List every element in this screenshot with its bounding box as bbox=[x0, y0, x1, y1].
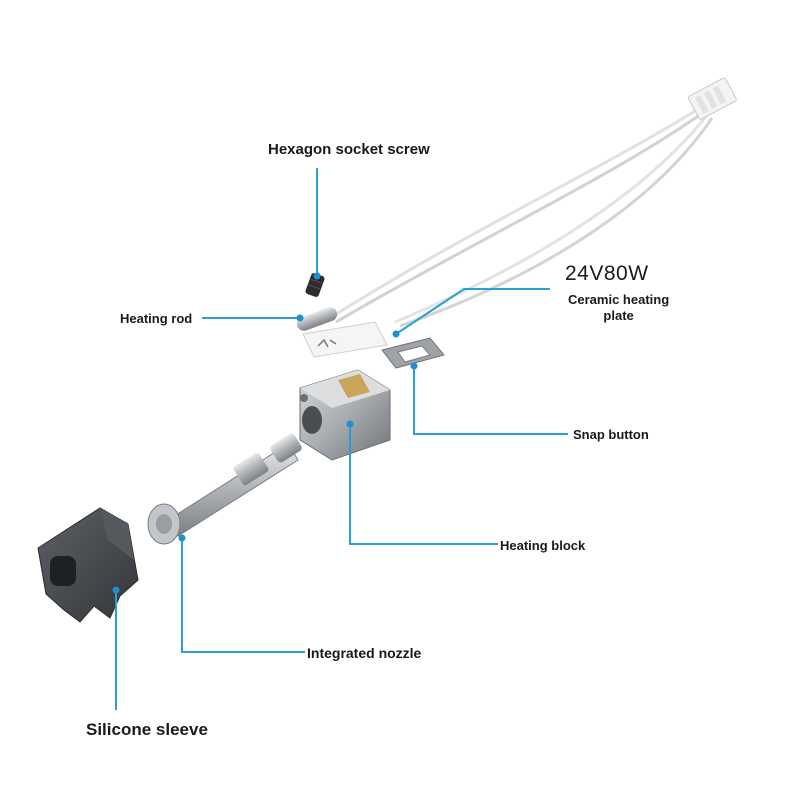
hexagon-socket-screw bbox=[305, 273, 325, 297]
leader-dot-sleeve bbox=[112, 586, 120, 594]
leader-lines bbox=[115, 168, 568, 710]
wire bbox=[329, 106, 701, 320]
leader-dot-plate bbox=[392, 330, 400, 338]
leader-line-plate bbox=[395, 288, 550, 335]
integrated-nozzle bbox=[147, 433, 302, 545]
heating-rod bbox=[296, 307, 338, 331]
leader-dot-block bbox=[346, 420, 354, 428]
heating-block bbox=[299, 369, 391, 461]
leader-line-nozzle bbox=[181, 538, 305, 653]
label-ceramic-heating-plate-line1: Ceramic heating bbox=[568, 292, 670, 307]
leader-dot-screw bbox=[313, 272, 321, 280]
plate-marking bbox=[317, 338, 337, 348]
leader-dot-rod bbox=[296, 314, 304, 322]
wire bbox=[399, 117, 714, 328]
leader-dot-nozzle bbox=[178, 534, 186, 542]
label-silicone-sleeve: Silicone sleeve bbox=[86, 720, 208, 739]
label-ceramic-heating-plate-line2: plate bbox=[603, 308, 634, 323]
leader-line-block bbox=[349, 424, 498, 545]
wire bbox=[335, 110, 705, 324]
label-hexagon-socket-screw: Hexagon socket screw bbox=[268, 141, 430, 158]
label-snap-button: Snap button bbox=[573, 427, 649, 442]
label-ceramic-heating-plate: Ceramic heating plate bbox=[568, 292, 669, 324]
label-heating-rod: Heating rod bbox=[120, 311, 193, 326]
wire-connector bbox=[687, 77, 737, 120]
leader-line-snap bbox=[413, 366, 568, 435]
leader-dot-snap bbox=[410, 362, 418, 370]
label-power-rating: 24V80W bbox=[565, 262, 649, 285]
wire-harness bbox=[329, 77, 737, 328]
label-integrated-nozzle: Integrated nozzle bbox=[307, 645, 422, 661]
label-heating-block: Heating block bbox=[500, 538, 586, 553]
silicone-sleeve bbox=[37, 507, 139, 623]
leader-dots bbox=[112, 272, 418, 594]
snap-button bbox=[381, 337, 445, 369]
wire bbox=[394, 113, 710, 324]
ceramic-heating-plate bbox=[302, 321, 388, 358]
